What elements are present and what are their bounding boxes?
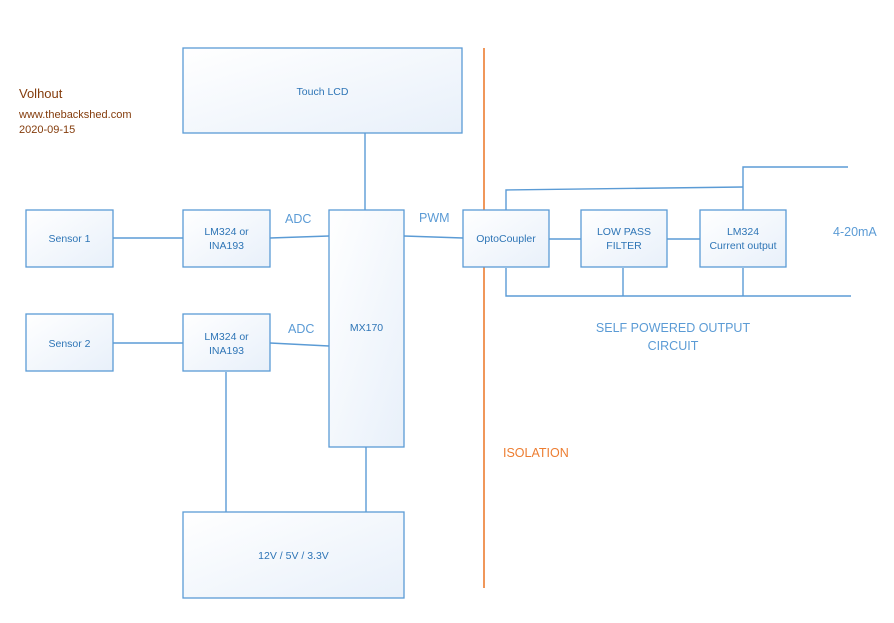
adc-label-2: ADC: [288, 322, 314, 336]
block-mcu: MX170: [328, 209, 405, 448]
block-amp-1: LM324 or INA193: [182, 209, 271, 268]
self-powered-label-line1: SELF POWERED OUTPUT: [596, 321, 751, 335]
driver-label-line1: LM324: [727, 226, 759, 238]
optocoupler-label: OptoCoupler: [476, 233, 536, 245]
output-range-label: 4-20mA: [833, 225, 877, 239]
wire-output-top: [742, 166, 848, 210]
power-label: 12V / 5V / 3.3V: [258, 550, 329, 562]
filter-label-line1: LOW PASS: [597, 226, 651, 238]
wire-return: [505, 268, 851, 297]
touch-lcd-label: Touch LCD: [297, 86, 349, 98]
block-sensor-1: Sensor 1: [25, 209, 114, 268]
amp-1-label-line2: INA193: [209, 240, 244, 252]
author-name: Volhout: [19, 86, 63, 101]
filter-label-line2: FILTER: [606, 240, 642, 252]
block-current-driver: LM324 Current output: [699, 209, 787, 268]
block-touch-lcd: Touch LCD: [182, 47, 463, 134]
adc-label-1: ADC: [285, 212, 311, 226]
sensor-2-label: Sensor 2: [48, 338, 90, 350]
block-optocoupler: OptoCoupler: [462, 209, 550, 268]
sensor-1-label: Sensor 1: [48, 233, 90, 245]
isolation-label: ISOLATION: [503, 446, 569, 460]
amp-1-label-line1: LM324 or: [204, 226, 249, 238]
wire-opto-supply: [505, 186, 744, 210]
amp-2-label-line1: LM324 or: [204, 331, 249, 343]
self-powered-label-line2: CIRCUIT: [648, 339, 699, 353]
driver-label-line2: Current output: [709, 240, 776, 252]
block-amp-2: LM324 or INA193: [182, 313, 271, 372]
block-sensor-2: Sensor 2: [25, 313, 114, 372]
website-text: www.thebackshed.com: [19, 109, 132, 121]
wire-amp1-mcu: [269, 235, 330, 239]
amp-2-label-line2: INA193: [209, 345, 244, 357]
block-low-pass-filter: LOW PASS FILTER: [580, 209, 668, 268]
wire-mcu-opto: [403, 235, 464, 239]
wire-amp2-mcu: [269, 342, 330, 347]
pwm-label: PWM: [419, 211, 450, 225]
date-text: 2020-09-15: [19, 124, 76, 136]
block-power: 12V / 5V / 3.3V: [182, 511, 405, 599]
mcu-label: MX170: [350, 322, 383, 334]
wires: [113, 133, 851, 512]
